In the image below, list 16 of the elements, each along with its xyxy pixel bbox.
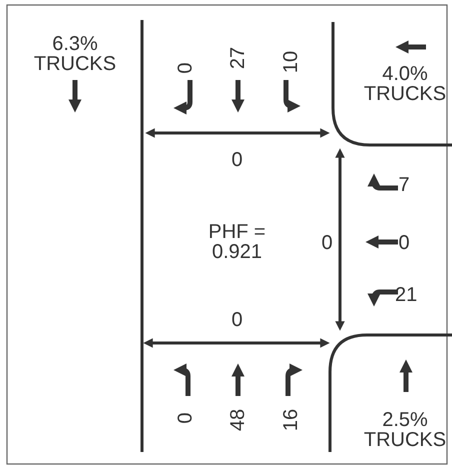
volume-label: 27	[228, 46, 248, 70]
volume-label: 16	[281, 408, 302, 432]
volume-label: 0	[175, 412, 196, 424]
volume-label: 0	[175, 62, 196, 74]
volume-label: 0	[322, 233, 333, 253]
note-text: 4.0% TRUCKS	[362, 64, 448, 104]
volume-label: 0	[232, 150, 243, 170]
volume-label: 0	[398, 233, 410, 253]
volume-label: 0	[232, 310, 243, 330]
volume-label: 7	[398, 175, 410, 195]
volume-label: 21	[395, 285, 418, 305]
note-text: PHF = 0.921	[207, 222, 267, 262]
volume-label: 10	[281, 50, 302, 74]
note-text: 2.5% TRUCKS	[362, 410, 448, 450]
note-text: 6.3% TRUCKS	[32, 34, 118, 74]
volume-label: 48	[228, 408, 248, 432]
